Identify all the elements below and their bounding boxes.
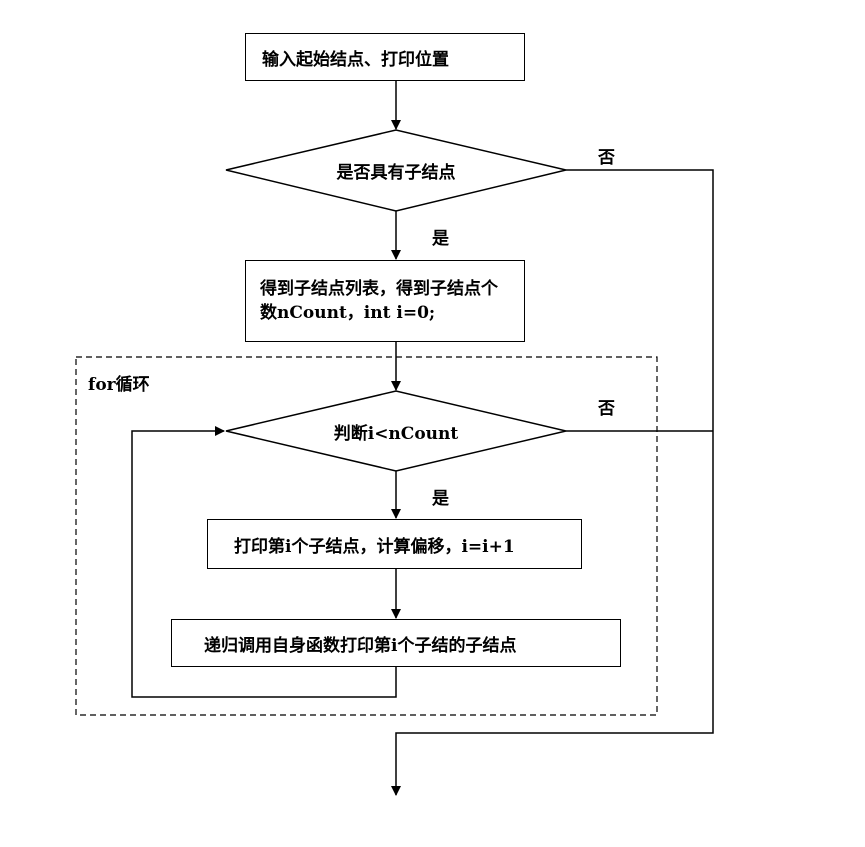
for-loop-region (75, 356, 658, 716)
start-box: 输入起始结点、打印位置 (245, 33, 525, 81)
for-loop-label: for循环 (88, 375, 150, 395)
has-children-no-label: 否 (598, 148, 615, 168)
condition-text: 判断i<nCount (333, 424, 459, 444)
recurse-text: 递归调用自身函数打印第i个子结的子结点 (204, 635, 517, 656)
get-list-text: 得到子结点列表，得到子结点个数nCount，int i=0; (260, 279, 498, 323)
condition-yes-label: 是 (432, 489, 449, 509)
edge-loop-back (131, 426, 397, 698)
get-list-box: 得到子结点列表，得到子结点个数nCount，int i=0; (245, 260, 525, 342)
condition-no-label: 否 (598, 399, 615, 419)
print-child-text: 打印第i个子结点，计算偏移，i=i+1 (234, 536, 515, 557)
has-children-text: 是否具有子结点 (336, 163, 456, 183)
start-text: 输入起始结点、打印位置 (262, 49, 449, 70)
recurse-box: 递归调用自身函数打印第i个子结的子结点 (171, 619, 621, 667)
print-child-box: 打印第i个子结点，计算偏移，i=i+1 (207, 519, 582, 569)
edge-has-children-no (391, 169, 714, 796)
has-children-yes-label: 是 (432, 229, 449, 249)
